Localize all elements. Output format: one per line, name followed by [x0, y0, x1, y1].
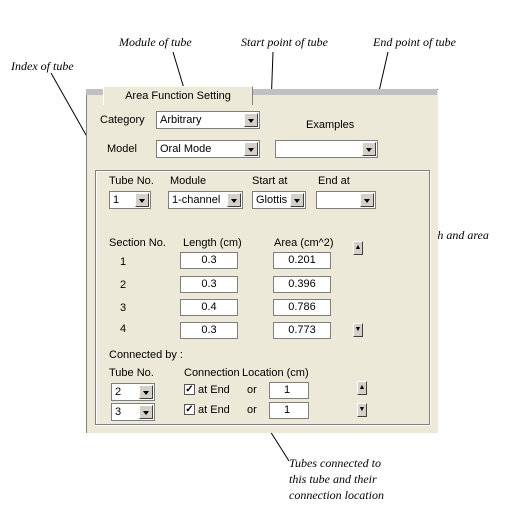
category-label: Category [100, 114, 145, 126]
scroll-up-icon[interactable]: ▲ [357, 381, 367, 395]
start-at-value: Glottis [256, 194, 288, 206]
annotation-index: Index of tube [11, 59, 74, 73]
connection-label: Connection [184, 367, 240, 379]
start-at-label: Start at [252, 175, 288, 187]
area-field[interactable]: 0.396 [273, 276, 331, 293]
annotation-start: Start point of tube [241, 35, 328, 49]
at-end-label: at End [198, 404, 230, 416]
end-at-select[interactable] [316, 191, 376, 209]
chevron-down-icon [139, 385, 153, 399]
connection-location-field[interactable]: 1 [269, 382, 309, 399]
start-at-select[interactable]: Glottis [252, 191, 306, 209]
at-end-checkbox[interactable]: ✓ [184, 384, 195, 395]
module-value: 1-channel [172, 194, 221, 206]
area-field[interactable]: 0.773 [273, 322, 331, 339]
module-label: Module [170, 175, 207, 187]
model-select[interactable]: Oral Mode [156, 140, 260, 158]
chevron-down-icon [227, 193, 241, 207]
area-header: Area (cm^2) [274, 237, 334, 249]
section-no: 1 [120, 256, 127, 268]
length-field[interactable]: 0.3 [180, 276, 238, 293]
connected-tube-select[interactable]: 3 [111, 403, 155, 421]
category-select[interactable]: Arbitrary [156, 111, 260, 129]
chevron-down-icon [139, 405, 153, 419]
examples-label: Examples [306, 119, 355, 131]
model-value: Oral Mode [160, 143, 212, 155]
connection-tube-no-label: Tube No. [109, 367, 154, 379]
module-select[interactable]: 1-channel [168, 191, 243, 209]
or-label: or [247, 384, 257, 396]
chevron-down-icon [290, 193, 304, 207]
annotation-module: Module of tube [119, 35, 192, 49]
area-field[interactable]: 0.786 [273, 299, 331, 316]
section-no-header: Section No. [109, 237, 166, 249]
tab-area-function-setting[interactable]: Area Function Setting [103, 86, 253, 105]
at-end-label: at End [198, 384, 230, 396]
tube-no-value: 1 [113, 194, 120, 206]
length-header: Length (cm) [183, 237, 242, 249]
chevron-down-icon [360, 193, 374, 207]
section-no: 4 [120, 323, 127, 335]
tab-label: Area Function Setting [125, 90, 231, 102]
connection-location-field[interactable]: 1 [269, 402, 309, 419]
category-value: Arbitrary [160, 114, 202, 126]
end-at-label: End at [318, 175, 350, 187]
location-label: Location (cm) [241, 367, 309, 379]
tab-strip [86, 89, 437, 95]
chevron-down-icon [135, 193, 149, 207]
model-label: Model [107, 143, 137, 155]
connections-scrollbar[interactable]: ▲ ▼ [357, 381, 367, 417]
chevron-down-icon [244, 113, 258, 127]
section-no: 3 [120, 302, 127, 314]
scroll-down-icon[interactable]: ▼ [357, 403, 367, 417]
tube-group-box [95, 170, 430, 425]
area-field[interactable]: 0.201 [273, 252, 331, 269]
tube-no-label: Tube No. [109, 175, 154, 187]
connected-tube-value: 2 [115, 386, 122, 398]
length-field[interactable]: 0.4 [180, 299, 238, 316]
connected-by-label: Connected by : [109, 349, 183, 361]
scroll-up-icon[interactable]: ▲ [353, 241, 363, 255]
at-end-checkbox[interactable]: ✓ [184, 404, 195, 415]
sections-scrollbar[interactable]: ▲ ▼ [353, 241, 363, 337]
length-field[interactable]: 0.3 [180, 322, 238, 339]
tube-no-select[interactable]: 1 [109, 191, 151, 209]
annotation-connected: Tubes connected to this tube and their c… [289, 456, 384, 502]
annotation-end: End point of tube [373, 35, 456, 49]
length-field[interactable]: 0.3 [180, 252, 238, 269]
section-no: 2 [120, 279, 127, 291]
connected-tube-value: 3 [115, 406, 122, 418]
or-label: or [247, 404, 257, 416]
connected-tube-select[interactable]: 2 [111, 383, 155, 401]
scroll-down-icon[interactable]: ▼ [353, 323, 363, 337]
chevron-down-icon [362, 142, 376, 156]
examples-select[interactable] [275, 140, 378, 158]
chevron-down-icon [244, 142, 258, 156]
